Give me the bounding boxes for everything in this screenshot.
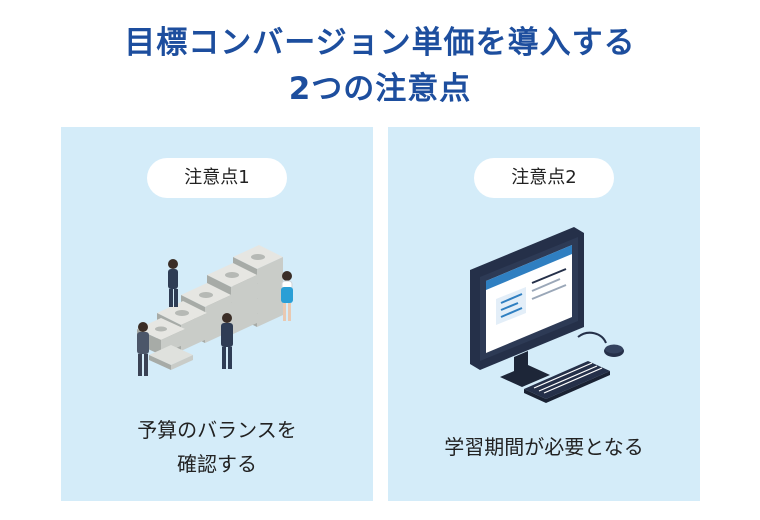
desktop-computer-illustration [470,227,624,403]
caption-line: 予算のバランスを [137,418,297,442]
keyboard-icon [524,361,610,403]
caution-caption-1: 予算のバランスを 確認する [61,413,373,481]
monitor-icon [470,227,584,387]
caution-card-2: 注意点2 [388,127,700,501]
caution-card-1: 注意点1 [61,127,373,501]
title-line-2: 2つの注意点 [288,71,472,107]
page-title: 目標コンバージョン単価を導入する 2つの注意点 [0,20,760,112]
caption-line: 学習期間が必要となる [444,435,644,459]
person-icon [137,322,149,376]
person-icon [281,271,293,321]
money-stacks-people-illustration [137,245,293,376]
title-line-1: 目標コンバージョン単価を導入する [124,25,636,61]
caution-badge-2: 注意点2 [474,158,614,198]
caution-caption-2: 学習期間が必要となる [388,430,700,464]
mouse-icon [577,331,624,357]
person-icon [221,313,233,369]
caption-line: 確認する [177,452,257,476]
caution-badge-1: 注意点1 [147,158,287,198]
money-stack-icon [137,245,283,370]
person-icon [168,259,178,307]
